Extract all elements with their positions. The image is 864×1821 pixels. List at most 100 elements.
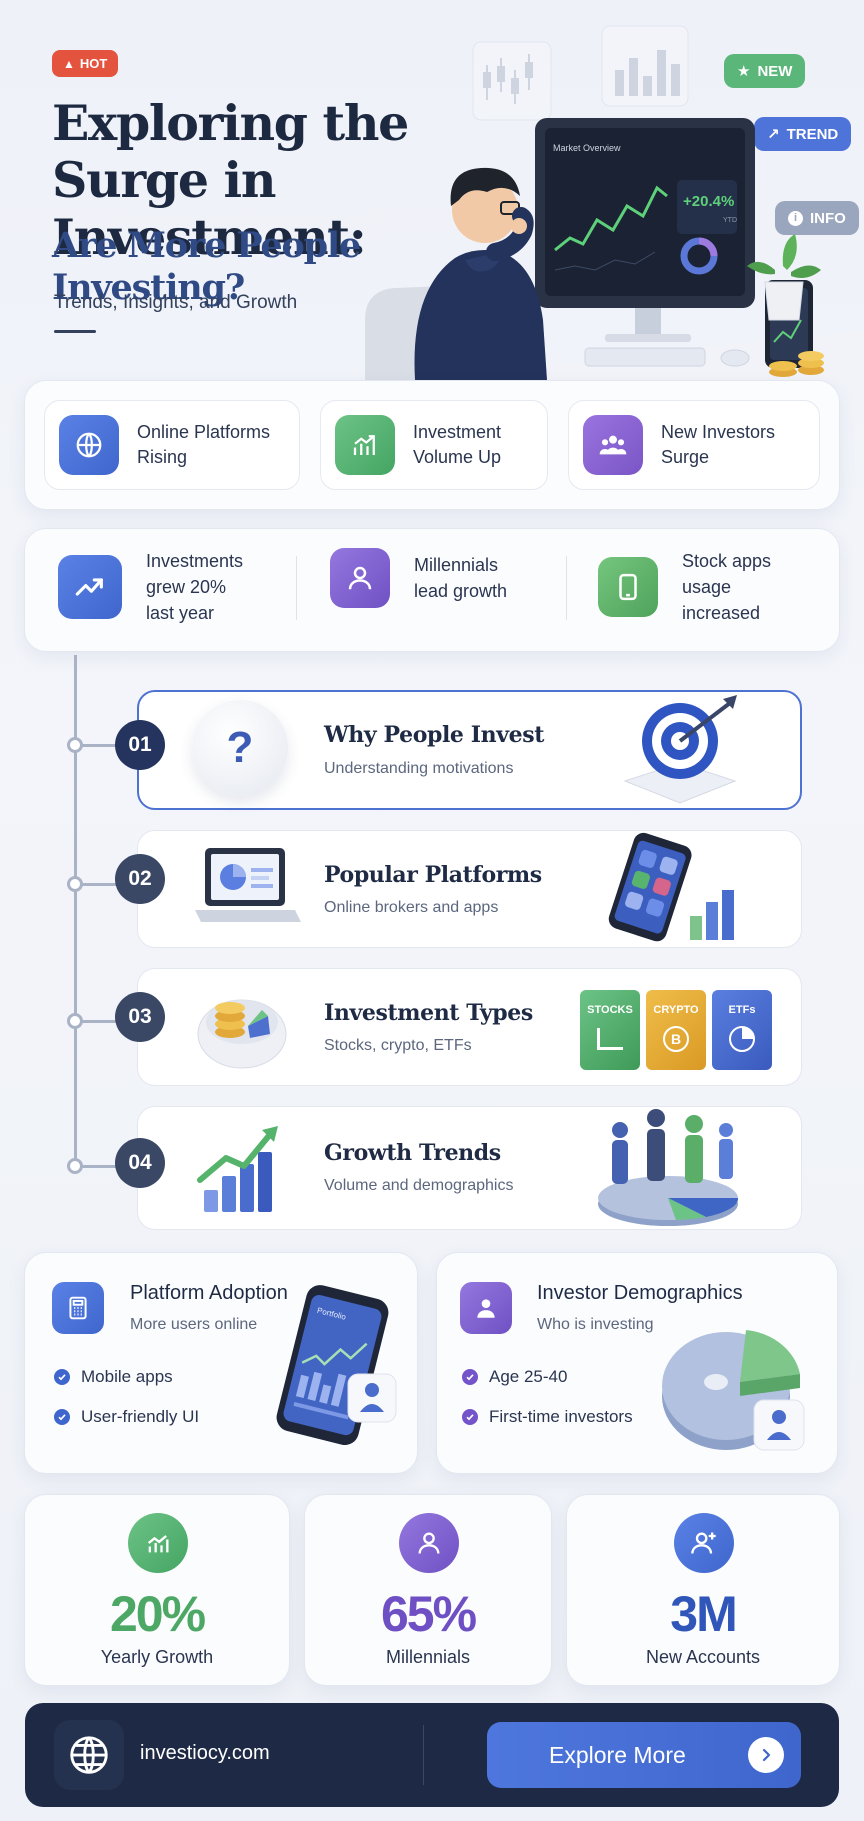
hot-badge: ▲ HOT bbox=[52, 50, 119, 77]
check-icon bbox=[462, 1409, 478, 1425]
add-user-icon bbox=[674, 1513, 734, 1573]
demographics-pie-icon bbox=[662, 1330, 805, 1451]
step-desc: Stocks, crypto, ETFs bbox=[324, 1037, 472, 1054]
info-icon: i bbox=[788, 210, 803, 226]
person-icon bbox=[330, 548, 390, 608]
hero-illustration: Market Overview +20.4% YTD bbox=[365, 25, 864, 380]
step-desc: Online brokers and apps bbox=[324, 899, 499, 916]
chart-up-icon bbox=[128, 1513, 188, 1573]
pie-icon bbox=[729, 1026, 755, 1052]
target-icon bbox=[623, 695, 737, 804]
step-title: Popular Platforms bbox=[324, 862, 542, 888]
feature-investment-volume: Investment Volume Up bbox=[320, 400, 548, 490]
metric-label: New Accounts bbox=[645, 1647, 761, 1667]
fire-icon: ▲ bbox=[63, 56, 75, 71]
metric-card-accounts: 3M New Accounts bbox=[566, 1494, 840, 1686]
info-pill: i INFO bbox=[775, 201, 859, 235]
metric-value: 20% bbox=[109, 1586, 206, 1642]
strip-divider bbox=[566, 556, 567, 620]
calculator-icon bbox=[52, 1282, 104, 1334]
feature-online-platforms: Online Platforms Rising bbox=[44, 400, 300, 490]
card-title: Platform Adoption bbox=[130, 1282, 288, 1304]
check-item: User-friendly UI bbox=[54, 1407, 199, 1427]
metric-label: Yearly Growth bbox=[100, 1647, 214, 1667]
site-link[interactable]: investiocy.com bbox=[140, 1742, 270, 1764]
check-icon bbox=[462, 1369, 478, 1385]
check-item: Mobile apps bbox=[54, 1367, 173, 1387]
globe-icon bbox=[59, 415, 119, 475]
crypto-cube: CRYPTO B bbox=[646, 990, 706, 1070]
laptop-chart-icon bbox=[195, 848, 301, 922]
timeline-dot bbox=[67, 1013, 83, 1029]
timeline-dot bbox=[67, 876, 83, 892]
trend-pill: ↗ TREND bbox=[754, 117, 852, 151]
step-number: 04 bbox=[115, 1138, 165, 1188]
card-subtitle: More users online bbox=[130, 1316, 258, 1333]
check-icon bbox=[54, 1409, 70, 1425]
feature-new-investors: New Investors Surge bbox=[568, 400, 820, 490]
plant bbox=[747, 234, 821, 321]
page-title: Exploring the Surge in Investment: bbox=[52, 94, 409, 266]
check-icon bbox=[54, 1369, 70, 1385]
timeline-dot bbox=[67, 737, 83, 753]
card-title: Investor Demographics bbox=[537, 1282, 743, 1304]
metric-value: 65% bbox=[380, 1586, 477, 1642]
demographics-people-icon bbox=[598, 1109, 739, 1226]
chevron-right-icon bbox=[748, 1737, 784, 1773]
explore-more-button[interactable]: Explore More bbox=[487, 1722, 801, 1788]
metric-card-millennials: 65% Millennials bbox=[304, 1494, 552, 1686]
floating-candlestick-card bbox=[472, 41, 552, 121]
coins-bowl-icon bbox=[197, 999, 287, 1069]
timeline-connector bbox=[76, 1020, 120, 1023]
stat-stock-apps: Stock apps usage increased bbox=[598, 548, 771, 626]
monitor-stat: +20.4% bbox=[683, 193, 734, 210]
step-title: Investment Types bbox=[324, 1000, 533, 1026]
globe-icon[interactable] bbox=[54, 1720, 124, 1790]
tagline: Trends, Insights, and Growth bbox=[54, 292, 298, 313]
metric-card-growth: 20% Yearly Growth bbox=[24, 1494, 290, 1686]
growth-bars-icon bbox=[197, 1126, 278, 1212]
person-icon bbox=[399, 1513, 459, 1573]
tagline-divider bbox=[54, 330, 96, 333]
monitor-stat-sub: YTD bbox=[723, 217, 737, 224]
stat-millennials-lead: Millennials lead growth bbox=[330, 548, 507, 608]
question-icon: ? bbox=[192, 700, 288, 796]
smartphone-icon bbox=[598, 557, 658, 617]
step-desc: Understanding motivations bbox=[324, 760, 514, 777]
metric-label: Millennials bbox=[385, 1647, 471, 1667]
timeline-connector bbox=[76, 1165, 120, 1168]
phone-apps-icon bbox=[608, 832, 734, 942]
coins-stack bbox=[769, 351, 824, 377]
card-subtitle: Who is investing bbox=[537, 1316, 654, 1333]
stocks-cube: STOCKS bbox=[580, 990, 640, 1070]
person-icon bbox=[460, 1282, 512, 1334]
bar-chart-icon bbox=[597, 1028, 623, 1050]
footer-divider bbox=[423, 1725, 424, 1785]
timeline-connector bbox=[76, 744, 120, 747]
step-number: 01 bbox=[115, 720, 165, 770]
trend-arrow-icon: ↗ bbox=[767, 126, 780, 143]
step-title: Why People Invest bbox=[324, 722, 544, 748]
timeline-line bbox=[74, 655, 77, 1167]
step-desc: Volume and demographics bbox=[324, 1177, 514, 1194]
new-pill: ★ NEW bbox=[724, 54, 806, 88]
star-icon: ★ bbox=[737, 63, 751, 80]
monitor-heading: Market Overview bbox=[553, 143, 621, 153]
check-item: First-time investors bbox=[462, 1407, 633, 1427]
page-subtitle: Are More People Investing? bbox=[52, 225, 361, 308]
timeline-dot bbox=[67, 1158, 83, 1174]
step-number: 03 bbox=[115, 992, 165, 1042]
timeline-connector bbox=[76, 883, 120, 886]
portfolio-phone-icon: Portfolio bbox=[276, 1285, 397, 1446]
stat-investments-grew: Investments grew 20% last year bbox=[58, 548, 243, 626]
trend-up-icon bbox=[58, 555, 122, 619]
etfs-cube: ETFs bbox=[712, 990, 772, 1070]
step-number: 02 bbox=[115, 854, 165, 904]
stats-strip-panel bbox=[24, 528, 840, 652]
chart-up-icon bbox=[335, 415, 395, 475]
users-icon bbox=[583, 415, 643, 475]
metric-value: 3M bbox=[670, 1586, 737, 1642]
floating-bar-card bbox=[601, 25, 689, 107]
check-item: Age 25-40 bbox=[462, 1367, 567, 1387]
strip-divider bbox=[296, 556, 297, 620]
